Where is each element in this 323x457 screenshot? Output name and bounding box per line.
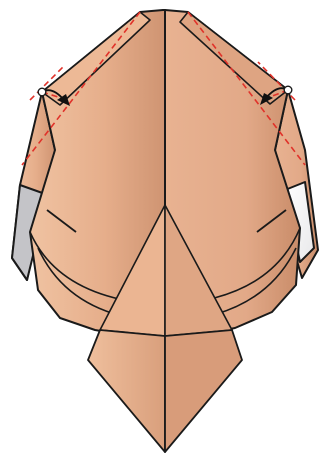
chin-point xyxy=(88,330,242,452)
left-fold-point xyxy=(38,88,46,96)
chin-right xyxy=(165,330,242,452)
chin-left xyxy=(88,330,165,452)
right-fold-point xyxy=(284,86,292,94)
